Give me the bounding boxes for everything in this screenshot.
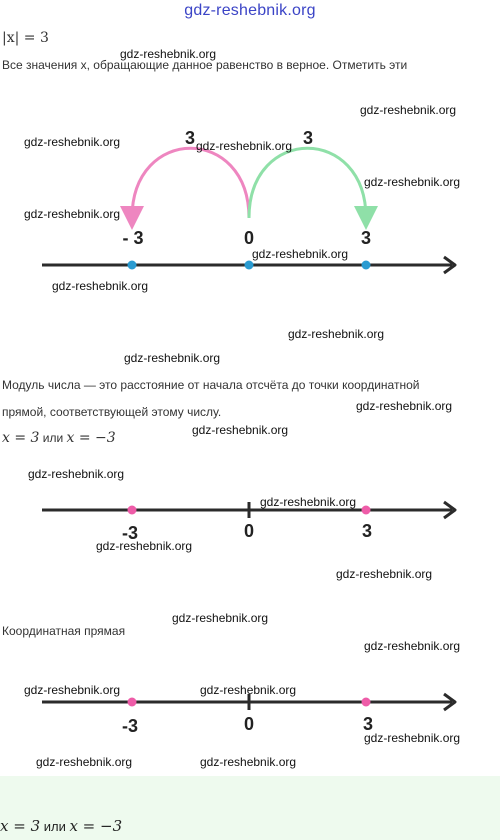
point-3 (361, 697, 371, 707)
watermark: gdz-reshebnik.org (124, 351, 221, 365)
tick-label-minus3: - 3 (122, 228, 143, 248)
tick-label-minus3: -3 (122, 523, 138, 543)
watermark: gdz-reshebnik.org (356, 399, 453, 413)
watermark: gdz-reshebnik.org (28, 467, 125, 481)
task-text: Все значения x, обращающие данное равенс… (2, 58, 408, 72)
axis-arrow (443, 255, 457, 275)
watermark: gdz-reshebnik.org (120, 47, 217, 61)
arc-left (120, 146, 251, 230)
watermark: gdz-reshebnik.org (200, 755, 297, 769)
point-minus3 (127, 697, 137, 707)
watermark: gdz-reshebnik.org (260, 495, 357, 509)
watermark: gdz-reshebnik.org (364, 639, 461, 653)
point-zero (244, 260, 254, 270)
footer-answer: x = 3 или x = −3 (0, 817, 122, 835)
figure-number-line-arcs: 3 3 - 3 0 3 (42, 128, 457, 275)
footer-answer-middle: или (40, 819, 70, 834)
watermark: gdz-reshebnik.org (192, 423, 289, 437)
coordinate-line-title: Координатная прямая (2, 624, 126, 638)
answer-right: x = −3 (66, 430, 116, 446)
site-header[interactable]: gdz-reshebnik.org (184, 2, 316, 19)
axis-arrow (443, 692, 457, 712)
watermark: gdz-reshebnik.org (364, 175, 461, 189)
answer-left: x = 3 (2, 430, 40, 446)
equation-abs: |x| (2, 30, 20, 46)
definition-line-1: Модуль числа — это расстояние от начала … (2, 378, 420, 392)
tick-label-zero: 0 (244, 714, 254, 734)
figure-number-line-3: -3 0 3 (42, 692, 457, 736)
watermark: gdz-reshebnik.org (336, 567, 433, 581)
watermark: gdz-reshebnik.org (52, 279, 149, 293)
watermark: gdz-reshebnik.org (172, 611, 269, 625)
answer-middle: или (39, 431, 67, 445)
arc-right (247, 146, 378, 230)
watermark: gdz-reshebnik.org (360, 103, 457, 117)
definition-line-2: прямой, соответствующей этому числу. (2, 405, 222, 419)
axis-arrow (443, 500, 457, 520)
equation: |x| = 3 (2, 30, 49, 46)
tick-label-zero: 0 (244, 521, 254, 541)
answer-line: x = 3 или x = −3 (2, 430, 116, 446)
point-minus3 (127, 505, 137, 515)
tick-label-3: 3 (363, 714, 373, 734)
watermark: gdz-reshebnik.org (288, 327, 385, 341)
watermark: gdz-reshebnik.org (196, 139, 293, 153)
footer-answer-right: x = −3 (69, 817, 123, 835)
watermark: gdz-reshebnik.org (96, 539, 193, 553)
figure-number-line-2: -3 0 3 (42, 500, 457, 543)
watermark: gdz-reshebnik.org (24, 207, 121, 221)
watermark: gdz-reshebnik.org (36, 755, 133, 769)
tick-label-3: 3 (361, 228, 371, 248)
point-3 (361, 260, 371, 270)
watermark: gdz-reshebnik.org (24, 135, 121, 149)
watermark: gdz-reshebnik.org (252, 247, 349, 261)
watermark: gdz-reshebnik.org (200, 683, 297, 697)
tick-label-zero: 0 (244, 228, 254, 248)
arc-right-label: 3 (303, 128, 313, 148)
tick-label-minus3: -3 (122, 716, 138, 736)
watermark: gdz-reshebnik.org (364, 731, 461, 745)
footer-answer-left: x = 3 (0, 817, 41, 835)
arc-left-label: 3 (185, 128, 195, 148)
equation-equals: = (19, 30, 40, 46)
watermark: gdz-reshebnik.org (24, 683, 121, 697)
equation-value: 3 (39, 30, 49, 46)
point-minus3 (127, 260, 137, 270)
answer-box (0, 776, 500, 840)
tick-label-3: 3 (362, 521, 372, 541)
point-3 (361, 505, 371, 515)
